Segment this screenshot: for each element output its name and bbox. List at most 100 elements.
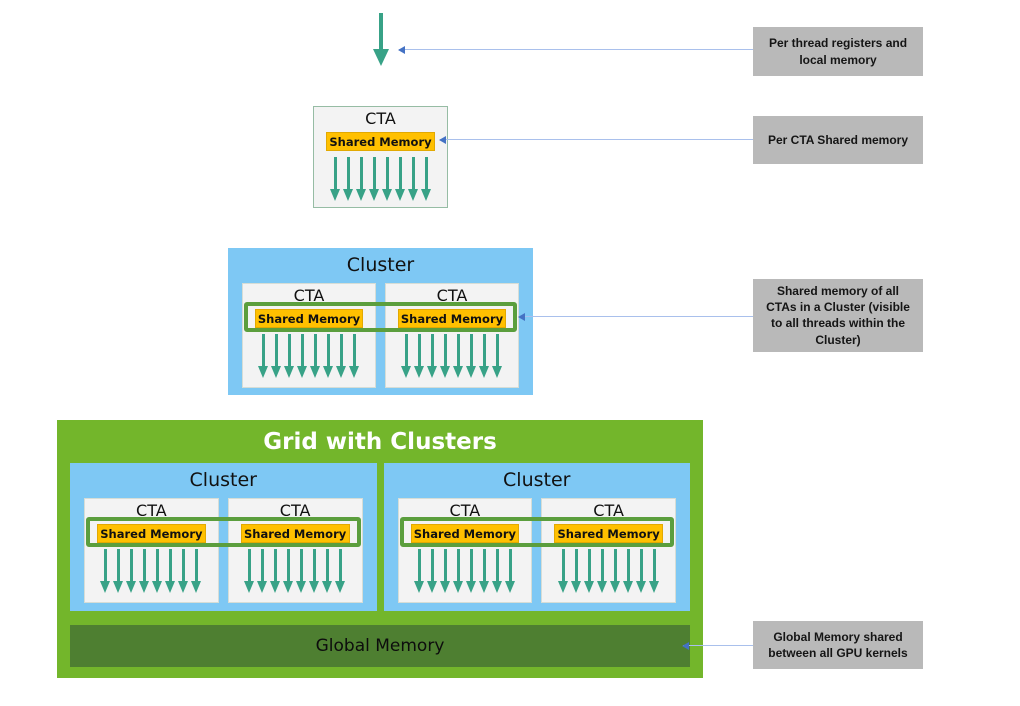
cluster-box: Cluster CTA Shared Memory CTA Shared Mem… — [70, 463, 377, 611]
down-arrow-icon — [165, 549, 176, 593]
down-arrow-icon — [466, 334, 477, 378]
cta-box: CTA Shared Memory — [227, 498, 363, 603]
down-arrow-icon — [648, 549, 660, 593]
cluster-title: Cluster — [189, 469, 257, 491]
down-arrow-icon — [426, 549, 438, 593]
cta-box: CTA Shared Memory — [385, 283, 519, 388]
cta-box: CTA Shared Memory — [84, 498, 219, 603]
cluster-box: Cluster CTA Shared Memory CTA Shared Mem… — [383, 463, 691, 611]
down-arrow-icon — [335, 549, 346, 593]
down-arrow-icon — [635, 549, 647, 593]
down-arrow-icon — [178, 549, 189, 593]
callout-text: Per CTA Shared memory — [767, 132, 909, 147]
thread-arrows — [229, 549, 362, 593]
down-arrow-icon — [310, 334, 321, 378]
shared-memory-bar: Shared Memory — [410, 524, 520, 543]
down-arrow-icon — [407, 157, 419, 201]
shared-memory-bar: Shared Memory — [554, 524, 663, 543]
down-arrow-icon — [401, 334, 412, 378]
cluster-row: Cluster CTA Shared Memory CTA Shared Mem… — [57, 463, 703, 611]
connector-per-cta-shared — [439, 135, 753, 144]
down-arrow-icon — [152, 549, 163, 593]
cta-box: CTA Shared Memory — [397, 498, 533, 603]
down-arrow-icon — [100, 549, 111, 593]
shared-memory-bar: Shared Memory — [97, 524, 206, 543]
down-arrow-icon — [557, 549, 569, 593]
down-arrow-icon — [271, 334, 282, 378]
global-memory-bar: Global Memory — [70, 625, 690, 667]
down-arrow-icon — [126, 549, 137, 593]
down-arrow-icon — [139, 549, 150, 593]
cluster-title: Cluster — [503, 469, 571, 491]
down-arrow-icon — [491, 549, 503, 593]
thread-arrows — [243, 334, 375, 378]
cluster-title: Cluster — [346, 254, 415, 276]
cta-title: CTA — [279, 501, 311, 520]
callout-text: Per thread registers and local memory — [768, 36, 908, 67]
shared-memory-bar: Shared Memory — [255, 309, 363, 328]
grid-title: Grid with Clusters — [263, 429, 497, 455]
down-arrow-icon — [452, 549, 464, 593]
down-arrow-icon — [322, 549, 333, 593]
down-arrow-icon — [244, 549, 255, 593]
down-arrow-icon — [394, 157, 406, 201]
callout-per-cta-shared-memory: Per CTA Shared memory — [753, 116, 923, 164]
down-arrow-icon — [257, 549, 268, 593]
down-arrow-icon — [368, 157, 380, 201]
shared-memory-bar: Shared Memory — [398, 309, 506, 328]
down-arrow-icon — [465, 549, 477, 593]
grid-with-clusters-box: Grid with Clusters Cluster CTA Shared Me… — [57, 420, 703, 678]
cta-box: CTA Shared Memory — [541, 498, 676, 603]
thread-arrows — [85, 549, 218, 593]
down-arrow-icon — [283, 549, 294, 593]
cta-title: CTA — [293, 286, 325, 305]
thread-arrows — [314, 157, 447, 201]
down-arrow-icon — [349, 334, 360, 378]
down-arrow-icon — [622, 549, 634, 593]
cta-box: CTA Shared Memory — [242, 283, 376, 388]
down-arrow-icon — [420, 157, 432, 201]
cta-title: CTA — [593, 501, 624, 520]
down-arrow-icon — [342, 157, 354, 201]
down-arrow-icon — [427, 334, 438, 378]
cta-title: CTA — [436, 286, 468, 305]
down-arrow-icon — [479, 334, 490, 378]
cta-title: CTA — [449, 501, 481, 520]
thread-arrows — [386, 334, 518, 378]
thread-arrows — [399, 549, 532, 593]
down-arrow-icon — [336, 334, 347, 378]
connector-per-thread-registers — [398, 45, 753, 54]
cta-title: CTA — [136, 501, 167, 520]
callout-text: Global Memory shared between all GPU ker… — [768, 629, 908, 660]
cta-row: CTA Shared Memory CTA Shared Memory — [70, 498, 377, 603]
down-arrow-icon — [492, 334, 503, 378]
cluster-box: Cluster CTA Shared Memory CTA Shared Mem… — [228, 248, 533, 395]
cta-row: CTA Shared Memory CTA Shared Memory — [384, 498, 691, 603]
connector-cluster-shared-memory — [518, 312, 753, 321]
connector-global-memory — [682, 641, 753, 650]
down-arrow-icon — [284, 334, 295, 378]
down-arrow-icon — [329, 157, 341, 201]
down-arrow-icon — [309, 549, 320, 593]
down-arrow-icon — [355, 157, 367, 201]
cta-title: CTA — [365, 109, 396, 128]
down-arrow-icon — [439, 549, 451, 593]
down-arrow-icon — [323, 334, 334, 378]
down-arrow-icon — [504, 549, 516, 593]
cta-row: CTA Shared Memory CTA Shared Memory — [228, 283, 533, 388]
down-arrow-icon — [478, 549, 490, 593]
down-arrow-icon — [297, 334, 308, 378]
per-thread-down-arrow-icon — [373, 13, 389, 66]
callout-cluster-shared-memory: Shared memory of all CTAs in a Cluster (… — [753, 279, 923, 352]
down-arrow-icon — [570, 549, 582, 593]
cta-box: CTA Shared Memory — [313, 106, 448, 208]
down-arrow-icon — [453, 334, 464, 378]
down-arrow-icon — [191, 549, 202, 593]
shared-memory-bar: Shared Memory — [326, 132, 435, 151]
down-arrow-icon — [296, 549, 307, 593]
down-arrow-icon — [596, 549, 608, 593]
down-arrow-icon — [258, 334, 269, 378]
callout-text: Shared memory of all CTAs in a Cluster (… — [766, 284, 910, 347]
down-arrow-icon — [270, 549, 281, 593]
down-arrow-icon — [413, 549, 425, 593]
